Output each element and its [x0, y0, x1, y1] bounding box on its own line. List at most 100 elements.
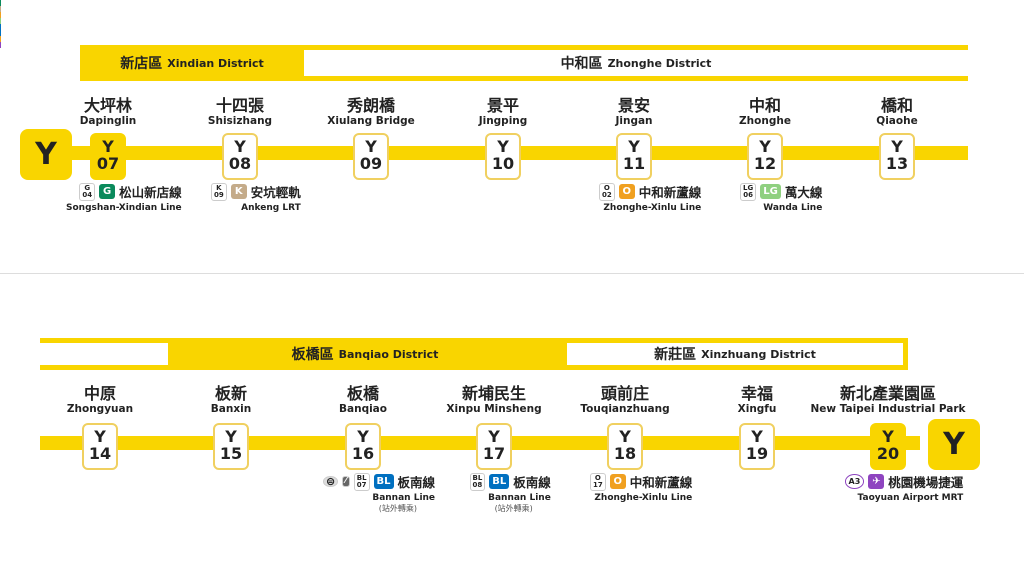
transfer-line-name-en: Songshan-Xindian Line: [66, 203, 182, 213]
station-name-en: New Taipei Industrial Park: [810, 403, 966, 415]
station-number: 07: [96, 154, 120, 173]
station-number: 11: [622, 154, 646, 173]
station-name-en: Banqiao: [339, 403, 387, 415]
transfer-line-badge: BL: [373, 474, 394, 489]
line-letter: Y: [357, 427, 369, 446]
station-name-cn: 新埔民生: [461, 384, 526, 403]
transfer-line-badge: ✈: [868, 474, 885, 489]
transfer-station-code: O 17: [590, 472, 606, 491]
line-y-badge-start: Y: [20, 129, 72, 180]
transfer-note: (站外轉乘): [494, 504, 533, 513]
station-name-cn: 板橋: [346, 384, 379, 403]
line-letter: Y: [882, 427, 894, 446]
divider: [0, 273, 1024, 274]
transfer-line-name-en: Ankeng LRT: [241, 203, 301, 213]
line-letter: Y: [628, 137, 640, 156]
station-name-cn: 中和: [748, 96, 781, 115]
district-en: Banqiao District: [338, 347, 439, 361]
station-name-en: Qiaohe: [876, 115, 918, 127]
transfer-line-badge: G: [99, 184, 116, 199]
station-name-cn: 大坪林: [83, 96, 132, 115]
district-cn: 中和區: [560, 56, 603, 72]
transfer-connector: [0, 42, 1, 48]
line-letter: Y: [759, 137, 771, 156]
station-number: 18: [613, 444, 637, 463]
transfer-line-name-cn: 松山新店線: [119, 185, 182, 200]
station-name-cn: 景安: [617, 96, 650, 115]
transfer-line-name-cn: 板南線: [513, 475, 551, 490]
line-letter: Y: [225, 427, 237, 446]
transfer-connector: [0, 0, 1, 6]
transfer-line-name-en: Zhonghe-Xinlu Line: [603, 203, 702, 213]
transfer-line-name-en: Zhonghe-Xinlu Line: [594, 493, 693, 503]
transfer-line-name-cn: 萬大線: [784, 185, 823, 200]
station-name-en: Zhonghe: [739, 115, 791, 127]
transfer-connector: [0, 6, 1, 12]
station-name-en: Dapinglin: [79, 115, 137, 127]
station-name-cn: 中原: [83, 384, 116, 403]
transfer-station-code: LG 06: [740, 182, 757, 201]
station-number: 09: [359, 154, 383, 173]
transfer-station-code: A3: [844, 474, 865, 489]
transfer-connector: [0, 36, 1, 42]
transfer-line-badge: LG: [760, 184, 781, 199]
line-letter: Y: [234, 137, 246, 156]
station-name-en: Shisizhang: [207, 115, 273, 127]
transfer-station-code: K 09: [211, 182, 227, 201]
station-number: 12: [753, 154, 777, 173]
line-letter: Y: [619, 427, 631, 446]
line-letter: Y: [497, 137, 509, 156]
district-cn: 新店區: [120, 56, 163, 72]
transfer-row: A3✈桃園機場捷運: [844, 472, 963, 491]
station-number: 10: [491, 154, 515, 173]
station-name-cn: 橋和: [880, 96, 913, 115]
line-letter: Y: [365, 137, 377, 156]
transfer-connector: [0, 24, 1, 30]
district-en: Xinzhuang District: [701, 347, 816, 361]
transfer-connector: [0, 18, 1, 24]
transfer-line-name-cn: 中和新蘆線: [638, 185, 702, 200]
transfer-station-code: O 02: [599, 182, 615, 201]
